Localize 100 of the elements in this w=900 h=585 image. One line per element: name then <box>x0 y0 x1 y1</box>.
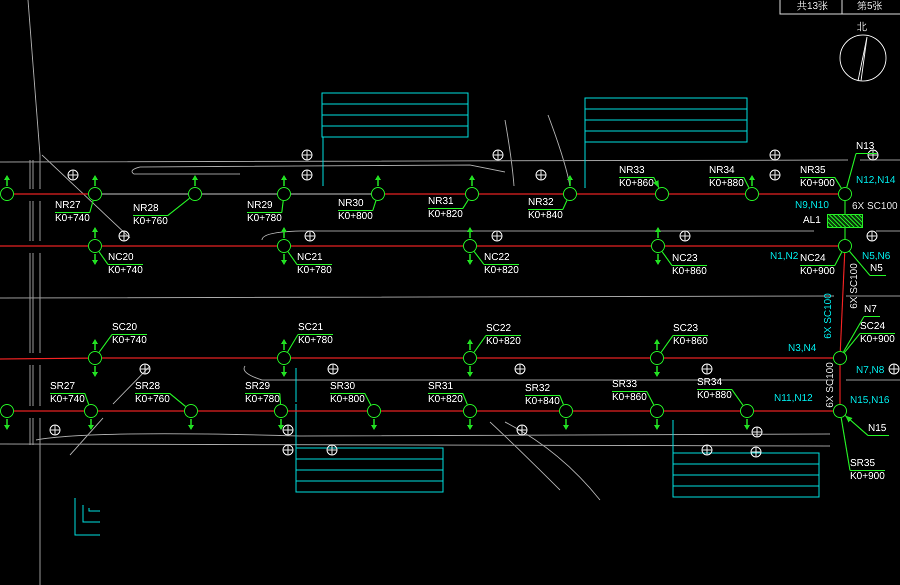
chainage-label: K0+740 <box>50 394 85 406</box>
leader-line <box>844 415 868 436</box>
chainage-label: K0+880 <box>709 178 744 190</box>
cable-line <box>291 193 371 195</box>
cable-line <box>385 193 465 195</box>
leader-line <box>167 198 190 216</box>
lamp-pole-circle <box>274 404 288 418</box>
leader-line <box>559 395 564 405</box>
chainage-label: K0+860 <box>673 336 708 348</box>
lamp-pole-circle <box>651 239 665 253</box>
cable-line <box>102 193 188 195</box>
cable-line <box>102 357 277 359</box>
leader-line <box>743 177 750 188</box>
pole-number-label: NR33 <box>619 165 654 178</box>
pole-number-label: SR34 <box>697 377 732 390</box>
cable-number-label: N13 <box>856 141 878 154</box>
lamp-pole-circle <box>833 351 847 365</box>
distribution-box <box>827 214 863 228</box>
cable-line <box>839 365 841 404</box>
leader-line <box>653 177 660 188</box>
pole-number-label: SC22 <box>486 323 521 336</box>
pole-number-label: NR31 <box>428 196 463 209</box>
sheet-count-text: 共13张 <box>797 1 828 13</box>
cable-line <box>477 357 650 359</box>
pole-number-label: SR30 <box>330 381 365 394</box>
lamp-pole-circle <box>84 404 98 418</box>
chainage-label: K0+820 <box>484 265 519 277</box>
pole-number-label: NC23 <box>672 253 707 266</box>
cable-line <box>291 245 463 247</box>
cable-line <box>102 245 277 247</box>
cable-number-label: N12,N14 <box>856 175 896 187</box>
leader-line <box>372 200 376 211</box>
chainage-label: K0+900 <box>860 334 895 346</box>
pole-number-label: NR29 <box>247 200 282 213</box>
leader-line <box>662 251 672 266</box>
pole-number-label: SR29 <box>245 381 280 394</box>
chainage-label: K0+800 <box>330 394 365 406</box>
lamp-pole-circle <box>650 351 664 365</box>
cable-line <box>288 410 367 412</box>
north-label: 北 <box>857 22 867 34</box>
pole-number-label: SR35 <box>850 458 885 471</box>
pole-number-label: SR31 <box>428 381 463 394</box>
lamp-pole-circle <box>371 187 385 201</box>
chainage-label: K0+840 <box>525 396 560 408</box>
leader-line <box>846 153 857 188</box>
cable-number-label: N1,N2 <box>770 251 798 263</box>
lamp-pole-circle <box>463 239 477 253</box>
lamp-pole-circle <box>188 187 202 201</box>
leader-line <box>281 200 284 213</box>
conduit-label: 6X SC100 <box>852 201 898 213</box>
cable-line <box>664 357 833 359</box>
chainage-label: K0+760 <box>133 216 168 228</box>
cable-line <box>669 193 745 195</box>
conduit-label: 6X SC100 <box>824 362 837 408</box>
cable-line <box>840 252 846 352</box>
leader-line <box>288 251 298 265</box>
pole-number-label: NR28 <box>133 203 168 216</box>
pole-number-label: NC21 <box>297 252 332 265</box>
leader-line <box>562 200 568 210</box>
leader-line <box>462 393 468 405</box>
lamp-pole-circle <box>367 404 381 418</box>
chainage-label: K0+740 <box>112 335 147 347</box>
leader-line <box>660 335 674 353</box>
cable-line <box>664 410 740 412</box>
cable-line <box>14 410 84 412</box>
chainage-label: K0+860 <box>619 178 654 190</box>
lamp-pole-circle <box>838 187 852 201</box>
chainage-label: K0+820 <box>428 209 463 221</box>
chainage-label: K0+900 <box>850 471 885 483</box>
cable-line <box>14 193 88 195</box>
leader-line <box>834 177 842 188</box>
leader-line <box>287 334 299 352</box>
leader-line <box>98 251 108 265</box>
chainage-label: K0+900 <box>800 178 835 190</box>
cable-number-label: N7 <box>864 304 880 317</box>
cable-number-label: N15 <box>868 423 890 436</box>
cable-line <box>477 410 559 412</box>
cable-line <box>198 410 274 412</box>
lamp-pole-circle <box>838 239 852 253</box>
cable-line <box>381 410 463 412</box>
chainage-label: K0+880 <box>697 390 732 402</box>
lamp-pole-circle <box>277 187 291 201</box>
lamp-pole-circle <box>740 404 754 418</box>
leader-line <box>849 250 870 276</box>
lamp-pole-circle <box>88 239 102 253</box>
pole-number-label: SC20 <box>112 322 147 335</box>
chainage-label: K0+780 <box>247 213 282 225</box>
chainage-label: K0+780 <box>298 335 333 347</box>
pole-number-label: NR35 <box>800 165 835 178</box>
leader-line <box>731 389 744 406</box>
cable-number-label: N15,N16 <box>850 395 890 407</box>
chainage-label: K0+740 <box>55 213 90 225</box>
pole-number-label: SR32 <box>525 383 560 396</box>
cable-line <box>477 245 651 247</box>
leader-line <box>474 251 484 265</box>
lamp-pole-circle <box>0 404 14 418</box>
lamp-pole-circle <box>184 404 198 418</box>
pole-number-label: NR32 <box>528 197 563 210</box>
pole-number-label: SC23 <box>673 323 708 336</box>
conduit-label: 6X SC100 <box>848 263 861 309</box>
